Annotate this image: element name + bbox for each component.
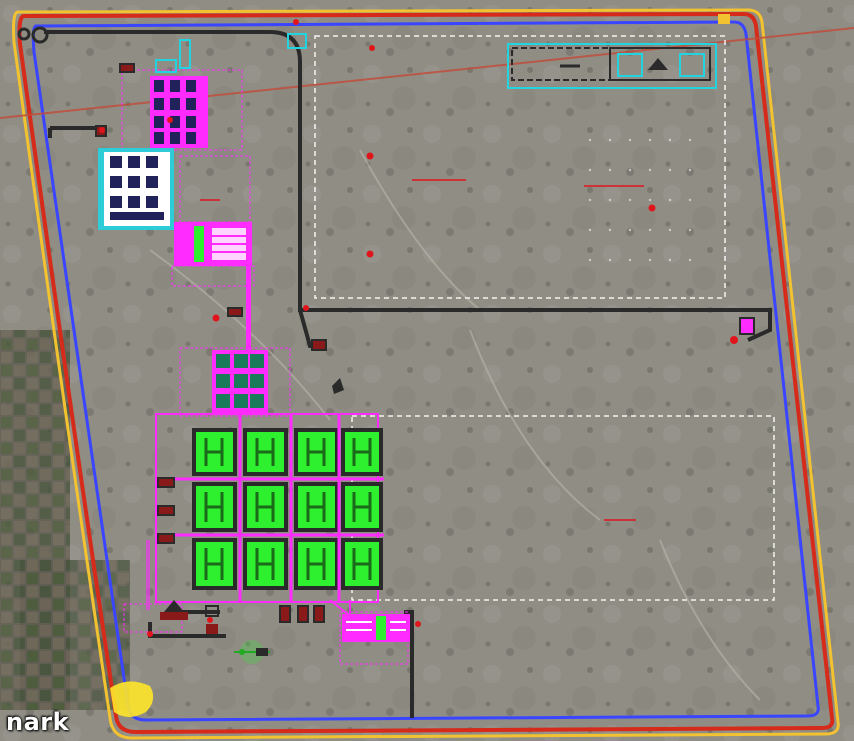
site-boundary-red <box>17 11 835 735</box>
main-process-grid[interactable] <box>155 413 384 603</box>
process-train-r2c4[interactable] <box>341 482 383 532</box>
terrain-tracks <box>149 149 761 701</box>
process-train-r3c1[interactable] <box>192 538 237 590</box>
west-storage-units[interactable] <box>157 477 175 544</box>
site-boundary-blue <box>31 20 820 722</box>
west-pipe-corridor <box>146 540 150 610</box>
southwest-corner-blob <box>110 681 154 717</box>
boundary-corner-node-nw[interactable] <box>17 26 49 44</box>
south-warehouses[interactable] <box>279 605 325 623</box>
area-label-dashes <box>200 179 644 521</box>
process-train-r2c3[interactable] <box>294 482 339 532</box>
reserved-area-grid-dots <box>588 138 692 262</box>
south-process-unit[interactable] <box>339 611 410 665</box>
internal-roads <box>44 30 772 718</box>
central-pipe-rack <box>246 264 251 414</box>
process-train-r2c2[interactable] <box>243 482 288 532</box>
process-train-r1c1[interactable] <box>192 428 237 476</box>
transmission-tower[interactable] <box>234 640 270 664</box>
process-train-r3c2[interactable] <box>243 538 288 590</box>
process-train-r1c2[interactable] <box>243 428 288 476</box>
reserved-area-north[interactable] <box>314 35 726 299</box>
process-train-r1c3[interactable] <box>294 428 339 476</box>
process-unit-nw-2[interactable] <box>98 148 251 230</box>
process-unit-nw-3[interactable] <box>171 222 255 287</box>
site-markers[interactable] <box>99 19 738 637</box>
process-train-r2c1[interactable] <box>192 482 237 532</box>
process-unit-nw-1[interactable] <box>121 39 243 151</box>
process-unit-mid[interactable] <box>179 347 291 417</box>
site-boundary-yellow <box>12 8 840 740</box>
process-train-r3c4[interactable] <box>341 538 383 590</box>
process-train-r1c4[interactable] <box>341 428 383 476</box>
gate-house-southwest[interactable] <box>123 600 219 634</box>
utility-block-northeast[interactable] <box>507 43 717 89</box>
process-train-r3c3[interactable] <box>294 538 339 590</box>
place-name-label: nark <box>6 708 70 736</box>
